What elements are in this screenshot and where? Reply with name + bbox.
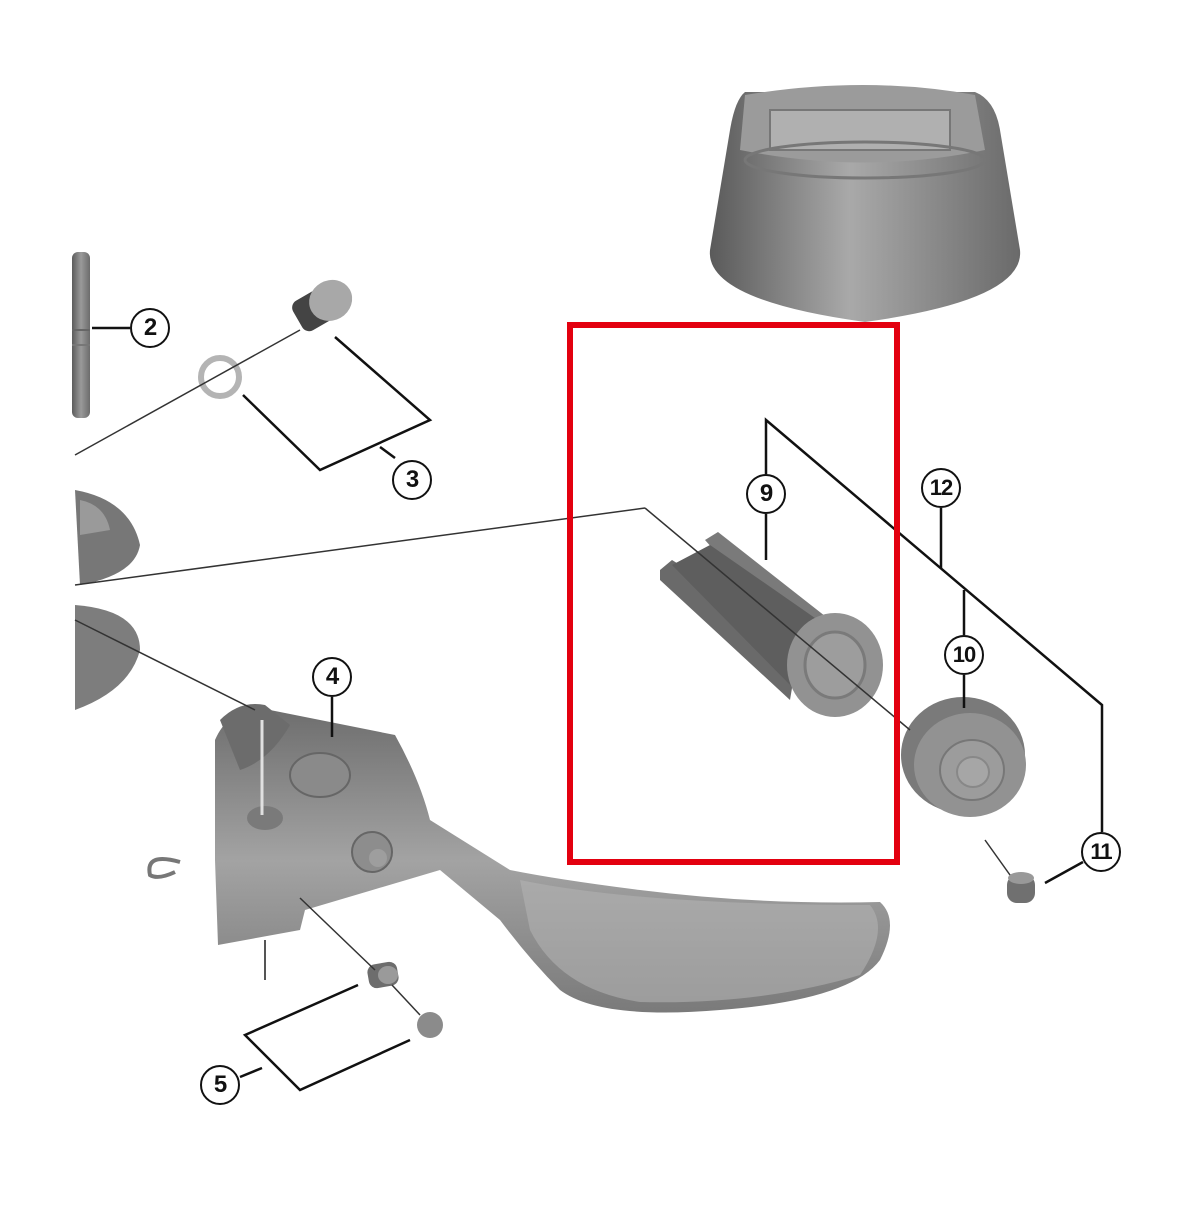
reservoir-cap-part bbox=[709, 85, 1021, 322]
highlight-box-part-9 bbox=[567, 322, 900, 865]
callout-3: 3 bbox=[392, 460, 432, 500]
seal-part-10 bbox=[901, 697, 1026, 817]
callout-9: 9 bbox=[746, 474, 786, 514]
callout-5: 5 bbox=[200, 1065, 240, 1105]
callout-label: 3 bbox=[405, 466, 419, 493]
lever-body-partial bbox=[75, 490, 140, 710]
callout-2: 2 bbox=[130, 308, 170, 348]
callout-10: 10 bbox=[944, 635, 984, 675]
pin-part-2 bbox=[72, 252, 90, 418]
callout-label: 9 bbox=[759, 480, 773, 507]
callout-11: 11 bbox=[1081, 832, 1121, 872]
sleeve-part-9 bbox=[660, 532, 883, 717]
callout-label: 11 bbox=[1090, 839, 1112, 864]
callout-label: 5 bbox=[213, 1071, 227, 1098]
callout-label: 10 bbox=[952, 642, 977, 667]
callout-label: 2 bbox=[143, 314, 157, 341]
callout-12: 12 bbox=[921, 468, 961, 508]
brake-lever-part-4 bbox=[147, 704, 890, 1013]
leader-lines bbox=[92, 326, 1104, 1092]
callout-label: 12 bbox=[929, 475, 954, 500]
bushing-part-5 bbox=[367, 961, 443, 1038]
callout-4: 4 bbox=[312, 657, 352, 697]
plug-part-11 bbox=[1007, 872, 1035, 903]
bolt-and-washer-part-3 bbox=[198, 279, 353, 399]
callout-label: 4 bbox=[325, 663, 339, 690]
assembly-lines bbox=[74, 329, 1011, 1016]
